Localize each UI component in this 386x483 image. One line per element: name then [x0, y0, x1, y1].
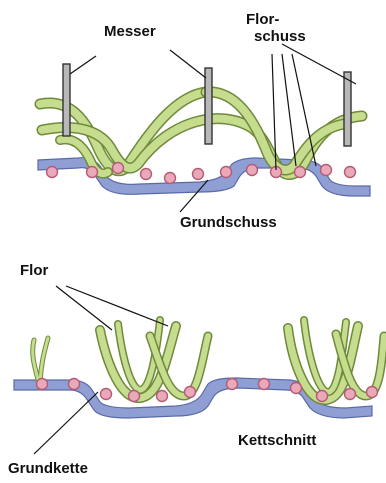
weft-dot — [345, 389, 356, 400]
label-florschuss-line1: Flor- — [246, 11, 306, 28]
label-flor: Flor — [20, 262, 48, 279]
weft-dot — [193, 169, 204, 180]
weft-dot — [259, 379, 270, 390]
leader-line — [282, 44, 356, 84]
knife — [205, 68, 212, 144]
label-florschuss: Flor- schuss — [246, 11, 306, 46]
weft-dot — [69, 379, 80, 390]
weft-dot — [221, 167, 232, 178]
weft-dot — [295, 167, 306, 178]
leader-line — [70, 56, 96, 74]
label-florschuss-line2: schuss — [246, 28, 306, 45]
weft-dot — [47, 167, 58, 178]
weft-dot — [317, 391, 328, 402]
weft-dot — [185, 387, 196, 398]
weft-dot — [345, 167, 356, 178]
weft-dot — [113, 163, 124, 174]
top-figure — [38, 44, 370, 212]
weft-dot — [101, 389, 112, 400]
label-grundkette: Grundkette — [8, 460, 88, 477]
weft-dot — [165, 173, 176, 184]
weft-dot — [129, 391, 140, 402]
leader-line — [34, 392, 98, 454]
weft-dot — [37, 379, 48, 390]
weft-dot — [87, 167, 98, 178]
knife — [344, 72, 351, 146]
knife — [63, 64, 70, 136]
weft-dot — [321, 165, 332, 176]
knives — [63, 64, 351, 146]
weft-dot — [227, 379, 238, 390]
leader-line — [170, 50, 206, 78]
leader-line — [282, 54, 296, 166]
weft-dot — [291, 383, 302, 394]
weft-dot — [157, 391, 168, 402]
label-messer: Messer — [104, 23, 156, 40]
label-kettschnitt: Kettschnitt — [238, 432, 316, 449]
bottom-figure — [14, 286, 384, 454]
weft-dot — [141, 169, 152, 180]
weft-dot — [247, 165, 258, 176]
label-grundschuss: Grundschuss — [180, 214, 277, 231]
weft-dot — [367, 387, 378, 398]
